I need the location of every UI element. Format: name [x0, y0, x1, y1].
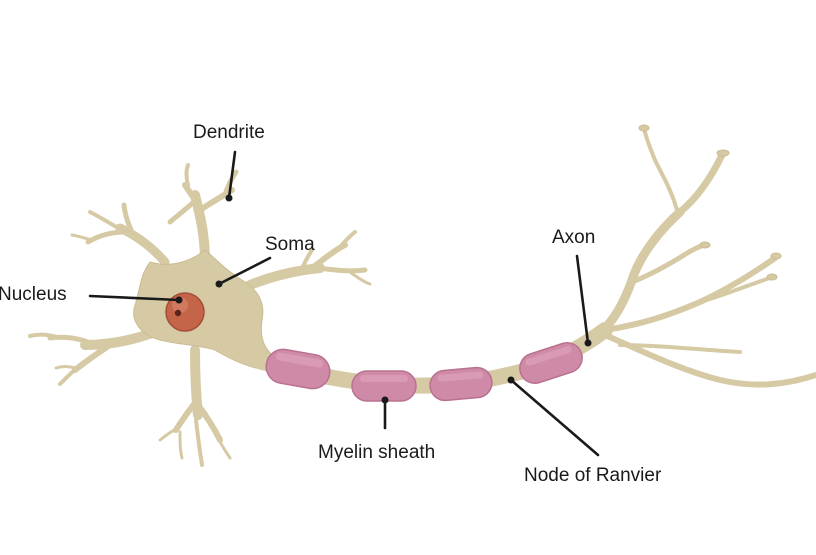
neuron-illustration	[28, 124, 816, 467]
nucleus-leader	[88, 294, 183, 304]
axon-terminals	[595, 124, 816, 388]
dendrites-lower	[28, 325, 232, 467]
axon-leader	[575, 254, 592, 347]
myelin-segment	[429, 366, 493, 402]
myelin-sheath-label: Myelin sheath	[318, 442, 435, 463]
soma-leader	[215, 256, 272, 288]
myelin-segment	[351, 370, 417, 402]
node-of-ranvier-leader	[507, 376, 600, 457]
text-labels: Dendrite Soma Nucleus Axon Myelin sheath…	[0, 122, 662, 486]
dendrite-leader	[225, 150, 237, 202]
axon-label: Axon	[552, 227, 595, 248]
dendrite-label: Dendrite	[193, 122, 265, 143]
dendrites	[70, 163, 372, 290]
myelin-segment	[265, 348, 331, 390]
node-of-ranvier-label: Node of Ranvier	[524, 465, 662, 486]
leader-lines	[88, 150, 600, 457]
nucleus-label: Nucleus	[0, 284, 67, 305]
myelin-sheath-segments	[265, 341, 583, 402]
myelin-sheath-leader	[381, 396, 389, 430]
soma-label: Soma	[265, 234, 315, 255]
myelin-segment	[519, 341, 583, 385]
